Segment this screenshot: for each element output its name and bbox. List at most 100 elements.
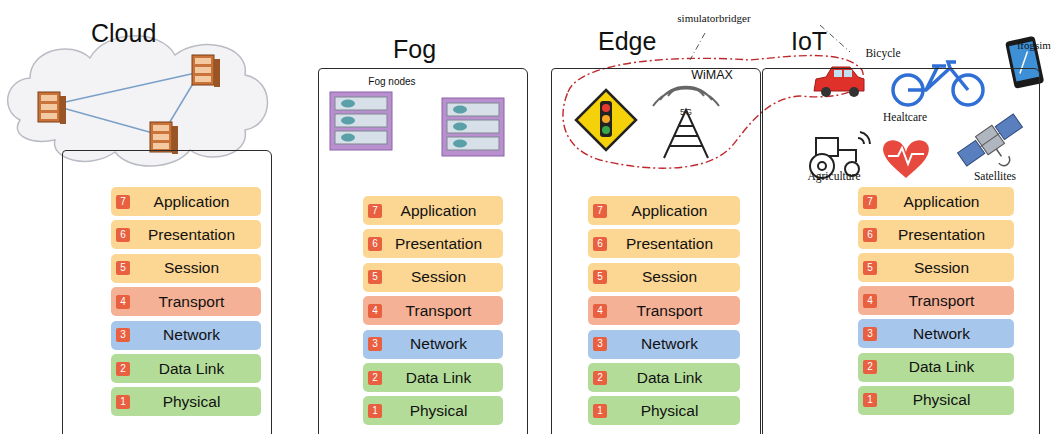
- layer-name: Physical: [130, 393, 261, 411]
- osi-layer-box: 6Presentation: [111, 220, 261, 249]
- layer-panel: Cloud7Application6Presentation5Session4T…: [62, 150, 272, 434]
- layer-number: 2: [116, 362, 130, 376]
- column-title: Cloud: [91, 19, 156, 48]
- icon-label: Bicycle: [865, 47, 900, 59]
- layer-name: Network: [607, 335, 740, 353]
- layer-number: 3: [116, 328, 130, 342]
- osi-layer-box: 7Application: [588, 196, 740, 225]
- layer-name: Network: [382, 335, 503, 353]
- osi-layer-box: 3Network: [363, 330, 503, 359]
- osi-layer-box: 7Application: [111, 187, 261, 216]
- layer-name: Data Link: [607, 369, 740, 387]
- layer-number: 4: [368, 304, 382, 318]
- osi-layer-box: 6Presentation: [363, 229, 503, 258]
- osi-layer-box: 4Transport: [363, 296, 503, 325]
- layer-number: 3: [593, 337, 607, 351]
- layer-number: 5: [116, 261, 130, 275]
- layer-name: Physical: [877, 391, 1014, 409]
- layer-number: 2: [368, 371, 382, 385]
- layer-name: Application: [382, 202, 503, 220]
- icon-label: Satellites: [974, 170, 1016, 182]
- layer-number: 6: [863, 228, 877, 242]
- osi-layer-box: 5Session: [111, 254, 261, 283]
- osi-layer-box: 5Session: [858, 253, 1014, 282]
- layer-name: Application: [877, 193, 1014, 211]
- osi-layer-box: 6Presentation: [588, 229, 740, 258]
- layer-panel: Fog7Application6Presentation5Session4Tra…: [318, 68, 528, 434]
- osi-layer-box: 1Physical: [363, 396, 503, 425]
- layer-panel: Edge7Application6Presentation5Session4Tr…: [551, 68, 761, 434]
- layer-name: Transport: [877, 292, 1014, 310]
- osi-layer-box: 1Physical: [858, 386, 1014, 415]
- layer-name: Transport: [382, 302, 503, 320]
- layer-name: Presentation: [607, 235, 740, 253]
- layer-number: 6: [368, 237, 382, 251]
- layer-number: 7: [593, 204, 607, 218]
- layer-name: Session: [607, 268, 740, 286]
- layer-number: 1: [116, 395, 130, 409]
- osi-layer-box: 3Network: [111, 321, 261, 350]
- icon-label: Agriculture: [807, 170, 860, 182]
- osi-layer-box: 6Presentation: [858, 220, 1014, 249]
- osi-layer-box: 5Session: [588, 263, 740, 292]
- osi-layer-box: 7Application: [363, 196, 503, 225]
- icon-label: ifogsim: [1017, 39, 1051, 51]
- layer-number: 7: [863, 195, 877, 209]
- layer-name: Data Link: [130, 360, 261, 378]
- layer-number: 4: [593, 304, 607, 318]
- layer-name: Transport: [130, 293, 261, 311]
- layer-name: Data Link: [877, 358, 1014, 376]
- osi-layer-box: 3Network: [588, 330, 740, 359]
- osi-layer-box: 7Application: [858, 187, 1014, 216]
- layer-number: 3: [863, 327, 877, 341]
- layer-name: Physical: [382, 402, 503, 420]
- icon-label: Fog nodes: [368, 76, 415, 87]
- osi-layer-box: 3Network: [858, 319, 1014, 348]
- layer-number: 2: [593, 371, 607, 385]
- layer-number: 5: [368, 270, 382, 284]
- osi-layer-box: 4Transport: [111, 287, 261, 316]
- layer-name: Presentation: [130, 226, 261, 244]
- osi-layer-box: 1Physical: [111, 387, 261, 416]
- layer-name: Application: [130, 193, 261, 211]
- osi-layer-box: 4Transport: [588, 296, 740, 325]
- osi-layer-box: 1Physical: [588, 396, 740, 425]
- osi-layer-box: 4Transport: [858, 286, 1014, 315]
- osi-layer-box: 2Data Link: [111, 354, 261, 383]
- layer-name: Transport: [607, 302, 740, 320]
- layer-number: 1: [368, 404, 382, 418]
- icon-label: 5G: [680, 107, 692, 117]
- column-title: Fog: [393, 35, 436, 64]
- layer-name: Session: [382, 268, 503, 286]
- column-title: IoT: [791, 27, 827, 56]
- layer-name: Session: [130, 259, 261, 277]
- layer-name: Network: [877, 325, 1014, 343]
- layer-number: 1: [863, 393, 877, 407]
- layer-name: Network: [130, 326, 261, 344]
- layer-number: 6: [593, 237, 607, 251]
- osi-layer-box: 2Data Link: [858, 353, 1014, 382]
- layer-name: Data Link: [382, 369, 503, 387]
- layer-number: 4: [863, 294, 877, 308]
- layer-number: 3: [368, 337, 382, 351]
- layer-number: 6: [116, 228, 130, 242]
- osi-layer-box: 5Session: [363, 263, 503, 292]
- layer-number: 7: [368, 204, 382, 218]
- icon-label: Healtcare: [883, 111, 927, 123]
- icon-label: simulatorbridger: [675, 12, 752, 24]
- layer-number: 7: [116, 195, 130, 209]
- layer-number: 2: [863, 360, 877, 374]
- layer-number: 4: [116, 295, 130, 309]
- layer-name: Physical: [607, 402, 740, 420]
- osi-layer-box: 2Data Link: [588, 363, 740, 392]
- column-title: Edge: [598, 27, 656, 56]
- layer-name: Presentation: [382, 235, 503, 253]
- osi-layer-box: 2Data Link: [363, 363, 503, 392]
- layer-name: Application: [607, 202, 740, 220]
- layer-number: 1: [593, 404, 607, 418]
- icon-label: WiMAX: [691, 68, 733, 82]
- layer-name: Presentation: [877, 226, 1014, 244]
- layer-name: Session: [877, 259, 1014, 277]
- layer-number: 5: [593, 270, 607, 284]
- layer-number: 5: [863, 261, 877, 275]
